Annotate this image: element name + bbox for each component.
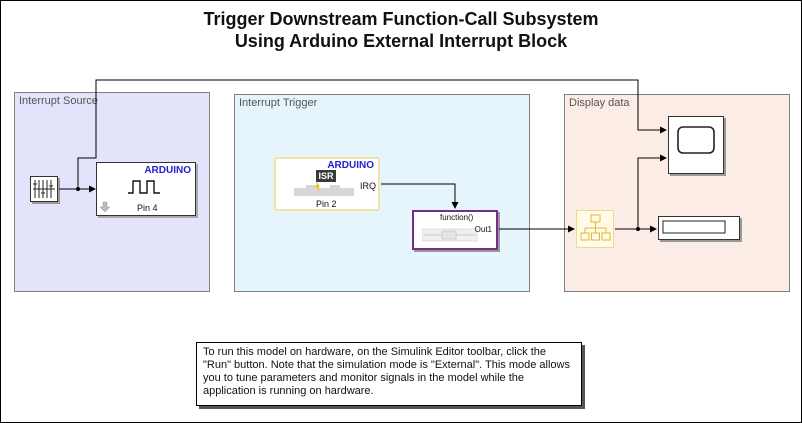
- signal-builder-icon: [33, 180, 55, 198]
- display-icon: [662, 220, 726, 234]
- scope-block[interactable]: [668, 116, 724, 174]
- bus-monitor-icon: [580, 214, 611, 241]
- square-wave-icon: [128, 180, 160, 194]
- display-block[interactable]: [658, 216, 740, 240]
- function-call-subsystem[interactable]: function() Out1: [412, 210, 498, 250]
- wire-source-to-scope: [77, 79, 667, 189]
- arduino-brand-label: ARDUINO: [144, 165, 191, 176]
- wire-irq-to-subsystem: [381, 183, 459, 209]
- info-note-text: To run this model on hardware, on the Si…: [203, 346, 570, 397]
- interrupt-pin-icon: [294, 181, 354, 196]
- down-arrow-icon: [99, 201, 111, 213]
- function-call-label: function(): [440, 213, 474, 222]
- area-label-interrupt-trigger: Interrupt Trigger: [239, 97, 318, 109]
- interrupt-pin-label: Pin 2: [316, 199, 337, 209]
- interrupt-brand-label: ARDUINO: [327, 160, 374, 171]
- info-note: To run this model on hardware, on the Si…: [196, 342, 582, 406]
- area-interrupt-trigger[interactable]: Interrupt Trigger: [234, 94, 530, 292]
- out1-port-label: Out1: [474, 225, 492, 234]
- wire-monitor-to-scope: [637, 154, 667, 229]
- title-line-2: Using Arduino External Interrupt Block: [234, 31, 568, 51]
- diagram-title: Trigger Downstream Function-Call Subsyst…: [0, 8, 802, 52]
- signal-builder-block[interactable]: [30, 176, 58, 202]
- area-label-display-data: Display data: [569, 97, 630, 109]
- bus-monitor-block[interactable]: [576, 210, 614, 248]
- title-line-1: Trigger Downstream Function-Call Subsyst…: [203, 9, 599, 29]
- scope-icon: [677, 126, 715, 154]
- branch-point-source: [76, 187, 80, 191]
- subsystem-icon: [422, 228, 478, 242]
- arduino-digital-read-block[interactable]: ARDUINO Pin 4: [96, 162, 196, 216]
- digital-read-pin-label: Pin 4: [137, 203, 158, 213]
- isr-icon: ISR: [316, 170, 336, 182]
- area-label-interrupt-source: Interrupt Source: [19, 95, 98, 107]
- irq-port-label: IRQ: [360, 181, 377, 191]
- arduino-external-interrupt-block[interactable]: ARDUINO ISR Pin 2 IRQ: [274, 157, 380, 211]
- branch-point-monitor: [636, 227, 640, 231]
